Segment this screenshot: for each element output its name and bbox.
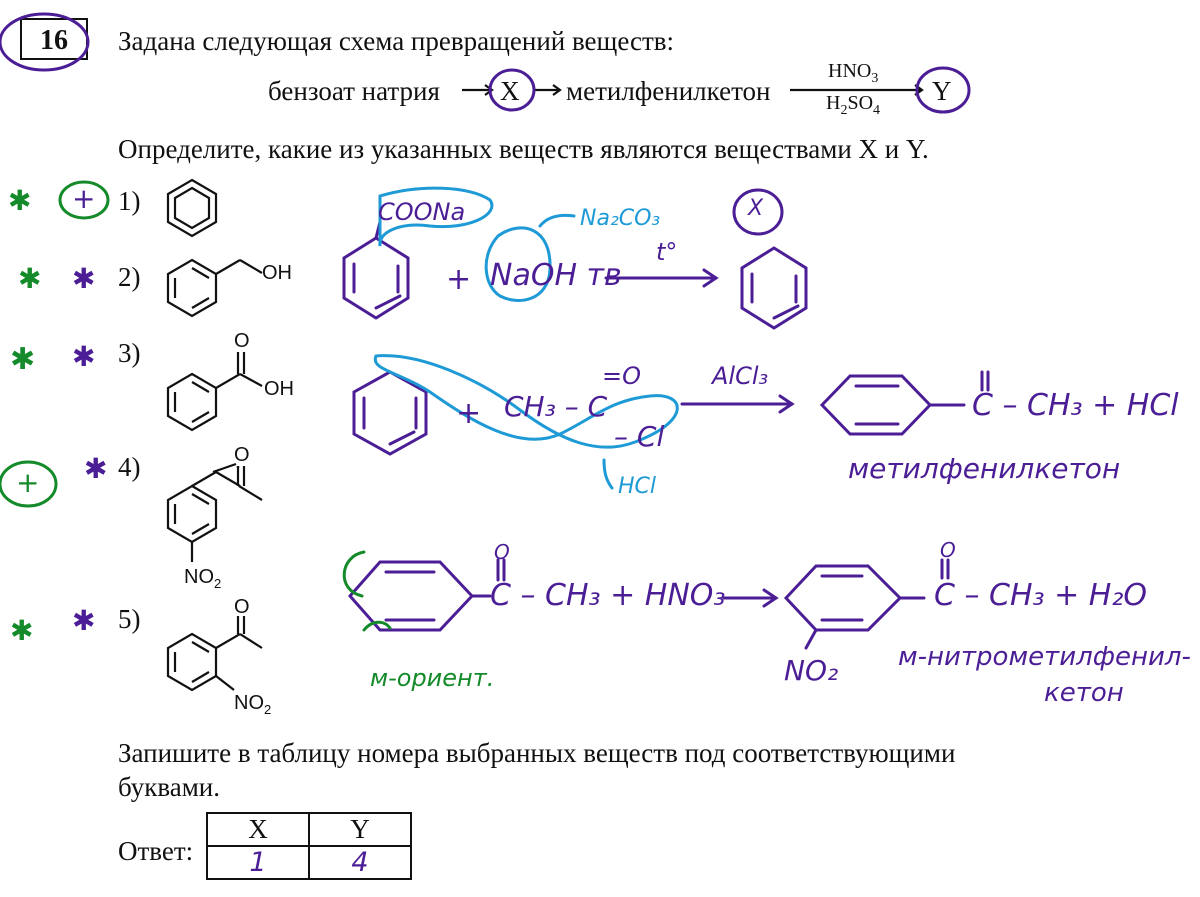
option-3-oh: OH bbox=[264, 378, 294, 400]
reaction-2-name: метилфенилкетон bbox=[848, 452, 1121, 485]
reaction-3-meta-note: м-ориент. bbox=[370, 664, 495, 692]
reaction-1-coona: COONa bbox=[378, 198, 466, 226]
task-number: 16 bbox=[20, 18, 88, 60]
reaction-1-na2co3: Na₂CO₃ bbox=[580, 206, 661, 231]
scheme-x-circle bbox=[488, 68, 536, 112]
instruction-line-2: буквами. bbox=[118, 772, 220, 802]
answer-label: Ответ: bbox=[118, 836, 194, 866]
reaction-2-plus: + bbox=[456, 396, 482, 431]
option-1-plus-mark: + bbox=[72, 182, 96, 215]
answer-header-y: Y bbox=[308, 812, 412, 847]
reaction-2-alcl3: AlCl₃ bbox=[712, 362, 769, 390]
task-question: Определите, какие из указанных веществ я… bbox=[118, 134, 929, 164]
m-nitroacetophenone-structure bbox=[166, 462, 263, 562]
reaction-2-product: C – CH₃ + HCl bbox=[972, 388, 1179, 423]
benzyl-alcohol-structure bbox=[166, 258, 263, 318]
reaction-3-name-line-2: кетон bbox=[1044, 678, 1124, 708]
benzene-structure bbox=[166, 178, 218, 238]
reaction-3-reactant: C – CH₃ + HNO₃ bbox=[490, 578, 726, 613]
ortho-arrow-top bbox=[342, 550, 366, 598]
scheme-arrow-1 bbox=[462, 84, 494, 96]
option-4-plus-mark: + bbox=[16, 466, 40, 499]
scheme-arrow-2 bbox=[534, 84, 562, 96]
option-3-cross-green: ✱ bbox=[10, 342, 36, 377]
reaction-1-product-benzene bbox=[740, 246, 808, 330]
reaction-2-arrow bbox=[680, 394, 795, 414]
coona-lasso bbox=[378, 186, 494, 247]
scheme-y: Y bbox=[932, 76, 952, 106]
option-2-oh: OH bbox=[262, 262, 292, 284]
scheme-reagent-bottom: H2SO4 bbox=[826, 92, 881, 118]
option-4-o: O bbox=[234, 444, 250, 466]
reaction-3-nitro: NO₂ bbox=[784, 654, 839, 687]
option-3-o: O bbox=[234, 330, 250, 352]
option-1-plus-circle bbox=[58, 180, 110, 220]
hcl-lasso bbox=[373, 354, 679, 449]
task-intro: Задана следующая схема превращений вещес… bbox=[118, 26, 675, 56]
option-3-cross-purple: ✱ bbox=[72, 340, 96, 373]
option-4-plus-circle bbox=[0, 460, 58, 508]
na2co3-arrow bbox=[538, 213, 576, 228]
option-4-cross-purple: ✱ bbox=[84, 452, 108, 485]
reaction-3-product-ring bbox=[783, 558, 950, 650]
reaction-1-temperature: t° bbox=[656, 238, 678, 266]
reaction-3-product: C – CH₃ + H₂O bbox=[934, 578, 1147, 613]
reaction-3-name-line-1: м-нитрометилфенил- bbox=[898, 642, 1191, 672]
o-nitroacetophenone-structure bbox=[166, 616, 263, 692]
reaction-1-naoh: NaOH тв bbox=[490, 258, 622, 293]
option-2-label: 2) bbox=[118, 262, 141, 292]
task-number-circle bbox=[0, 12, 90, 72]
reaction-3-product-oxygen: O bbox=[940, 538, 956, 562]
reaction-1-benzene bbox=[342, 220, 410, 320]
option-4-no2: NO2 bbox=[184, 566, 222, 591]
answer-header-x: X bbox=[206, 812, 310, 847]
instruction-line-1: Запишите в таблицу номера выбранных веще… bbox=[118, 738, 956, 768]
reaction-2-hcl: HCl bbox=[618, 474, 657, 499]
scheme-middle: метилфенилкетон bbox=[566, 76, 771, 106]
ortho-arrow-bottom bbox=[362, 620, 392, 632]
naoh-lasso bbox=[484, 226, 552, 302]
benzoic-acid-structure bbox=[166, 352, 263, 432]
reaction-3-ring bbox=[347, 558, 506, 632]
hcl-arrow bbox=[602, 458, 614, 490]
reaction-3-oxygen: O bbox=[494, 540, 510, 564]
answer-table: X Y 1 4 bbox=[206, 812, 412, 880]
reaction-3-arrow bbox=[722, 588, 779, 608]
option-5-cross-purple: ✱ bbox=[72, 604, 96, 637]
option-5-o: O bbox=[234, 596, 250, 618]
x-mark-circle bbox=[732, 188, 784, 236]
scheme-arrow-3 bbox=[790, 84, 924, 96]
scheme-x: X bbox=[500, 76, 520, 106]
reaction-1-arrow bbox=[604, 268, 719, 288]
reaction-2-chlorine: – Cl bbox=[614, 420, 665, 453]
reaction-2-product-ring bbox=[819, 370, 990, 436]
option-5-no2: NO2 bbox=[234, 692, 272, 717]
reaction-2-benzene bbox=[352, 370, 428, 456]
option-4-label: 4) bbox=[118, 452, 141, 482]
option-3-label: 3) bbox=[118, 338, 141, 368]
option-2-cross-green: ✱ bbox=[18, 262, 42, 295]
option-1-cross-mark: ✱ bbox=[8, 184, 32, 217]
reaction-2-oxygen: =O bbox=[602, 362, 641, 390]
option-2-cross-purple: ✱ bbox=[72, 262, 96, 295]
reaction-2-ch3co: CH₃ – C bbox=[504, 390, 608, 423]
answer-value-row: 1 4 bbox=[206, 845, 412, 880]
answer-header-row: X Y bbox=[206, 812, 412, 847]
scheme-start: бензоат натрия bbox=[268, 76, 440, 106]
reaction-1-plus: + bbox=[446, 262, 472, 297]
answer-cell-x[interactable]: 1 bbox=[206, 845, 310, 880]
reaction-1-x-mark: X bbox=[748, 196, 764, 221]
option-5-cross-green: ✱ bbox=[10, 614, 34, 647]
scheme-y-circle bbox=[915, 66, 971, 114]
answer-cell-y[interactable]: 4 bbox=[308, 845, 412, 880]
option-5-label: 5) bbox=[118, 604, 141, 634]
scheme-reagent-top: HNO3 bbox=[828, 60, 879, 86]
option-1-label: 1) bbox=[118, 186, 141, 216]
